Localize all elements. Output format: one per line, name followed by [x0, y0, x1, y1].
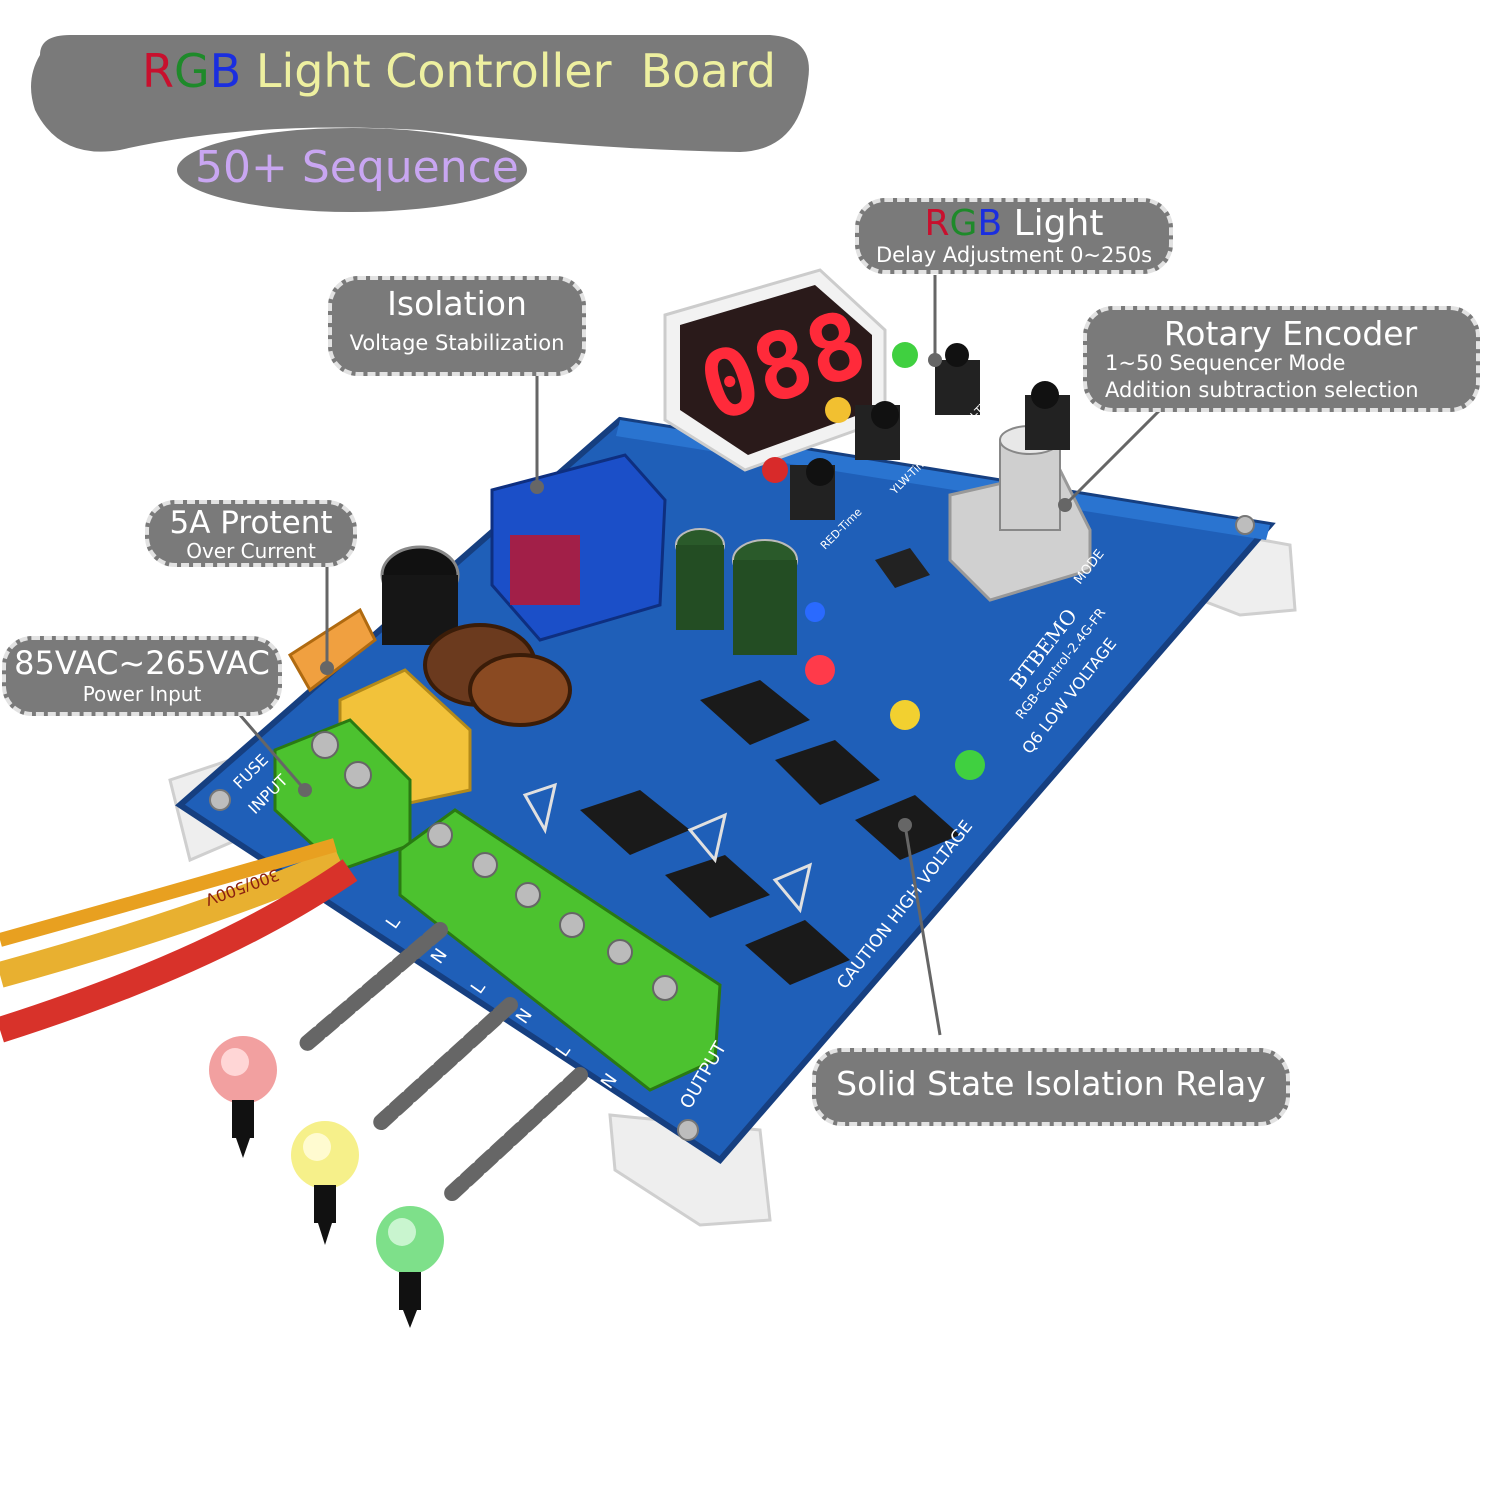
red-bulb-icon [209, 1036, 277, 1158]
title-rest: Light Controller Board [255, 44, 776, 98]
power-sub: Power Input [82, 682, 202, 707]
callout-power-input: 85VAC~265VAC Power Input [2, 636, 282, 716]
transformer-coil [510, 535, 580, 605]
isolation-title: Isolation [387, 284, 527, 323]
rgb-g: G [949, 203, 978, 244]
wire-yellow [0, 848, 346, 988]
rgb-r: R [924, 203, 950, 244]
input-screw-2 [344, 761, 372, 789]
header-banner [31, 35, 809, 212]
rgb-b: B [977, 203, 1003, 244]
rotary-line2: Addition subtraction selection [1105, 378, 1419, 403]
yellow-bulb-icon [291, 1121, 359, 1245]
rotary-title: Rotary Encoder [1163, 314, 1418, 353]
output-screws [427, 822, 678, 1001]
page-title: RGB Light Controller Board [142, 44, 776, 98]
capacitor-green-2-body [733, 560, 797, 655]
callout-isolation: Isolation Voltage Stabilization [328, 276, 586, 376]
title-letter-b: B [209, 44, 242, 98]
power-title: 85VAC~265VAC [14, 644, 270, 682]
status-leds [762, 342, 985, 780]
callout-solid-state-relay: Solid State Isolation Relay [812, 1048, 1290, 1126]
wire-red [0, 859, 358, 1043]
display-face [680, 285, 872, 455]
mcu-chip [875, 548, 930, 588]
warning-symbols [522, 782, 813, 914]
isolation-sub: Voltage Stabilization [349, 331, 565, 356]
mounting-screws [209, 515, 1255, 1141]
fuse-sub: Over Current [186, 539, 316, 564]
callout-fuse: 5A Protent Over Current [145, 500, 357, 567]
rgb-light-sub: Delay Adjustment 0~250s [875, 242, 1153, 267]
output-terminal-block [398, 808, 722, 1092]
callout-rotary-encoder: Rotary Encoder 1~50 Sequencer Mode Addit… [1083, 306, 1480, 412]
fuse-holder [287, 607, 377, 693]
relay-title: Solid State Isolation Relay [836, 1064, 1266, 1103]
tact-switch-1 [935, 360, 980, 415]
callout-rgb-light: RGB Light Delay Adjustment 0~250s [855, 198, 1173, 274]
input-screw-1 [311, 731, 339, 759]
bulb-leaders [297, 922, 588, 1203]
capacitor-green-body [676, 545, 724, 630]
title-letter-r: R [142, 44, 174, 98]
choke-winding [468, 653, 572, 727]
rotary-line1: 1~50 Sequencer Mode [1105, 351, 1346, 376]
title-letter-g: G [173, 44, 210, 98]
callout-leaders [238, 275, 1162, 1036]
green-bulb-icon [376, 1206, 444, 1328]
fuse-title: 5A Protent [169, 505, 333, 541]
page-subtitle: 50+ Sequence [195, 142, 519, 193]
rgb-light-title: Light [1013, 203, 1104, 244]
